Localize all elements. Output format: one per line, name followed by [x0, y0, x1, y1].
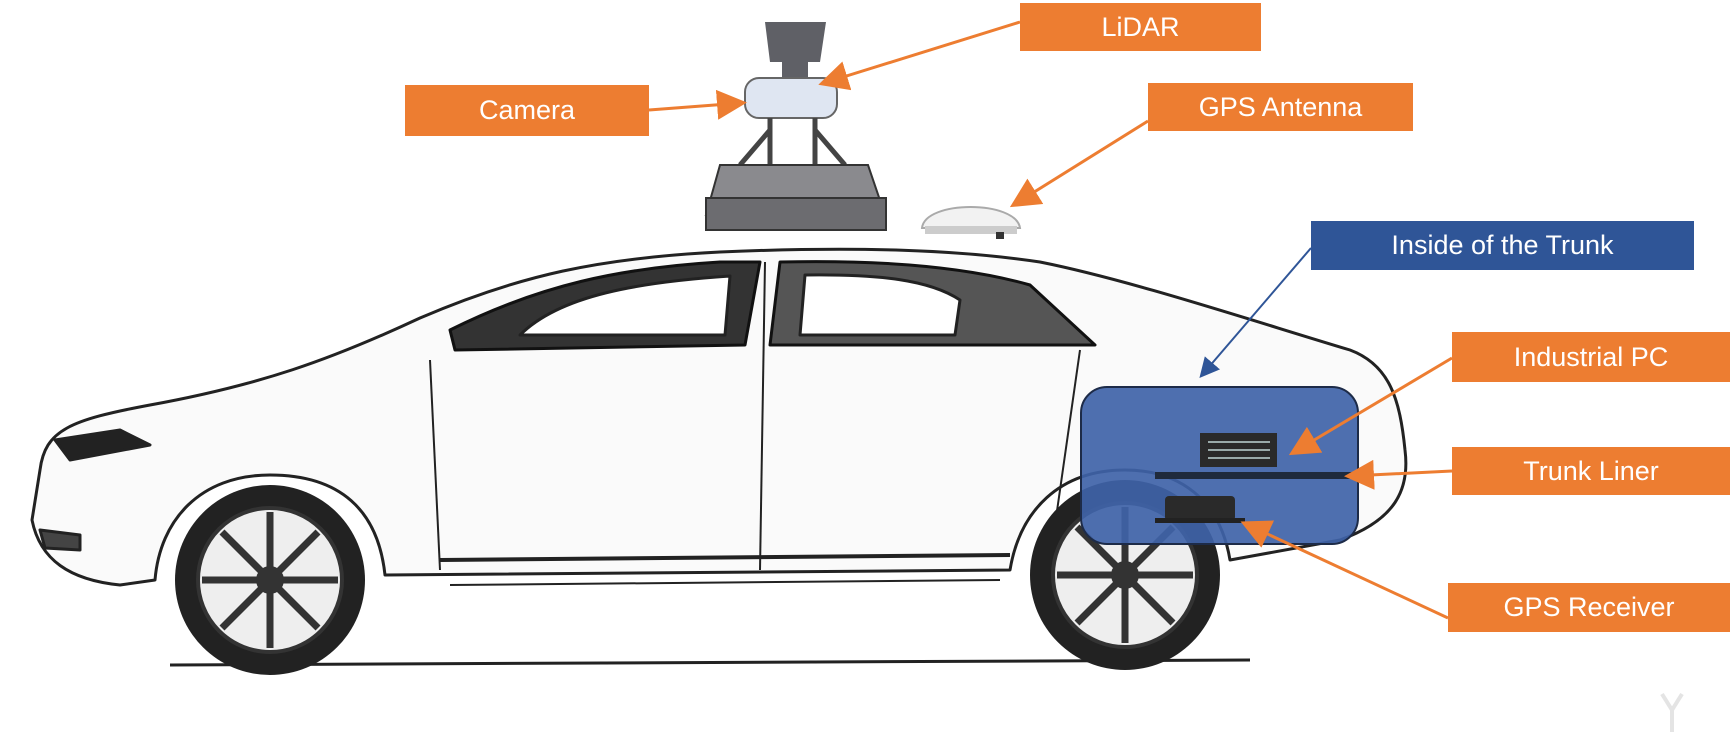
industrial-pc-arrow — [1288, 356, 1453, 456]
sensor-rack — [704, 22, 887, 231]
gps-receiver-device — [1165, 496, 1235, 521]
gps-receiver-arrow — [1240, 520, 1449, 620]
gps-antenna-arrow — [1009, 119, 1149, 208]
lidar-label: LiDAR — [1020, 3, 1261, 51]
car-sketch — [30, 247, 1408, 667]
front-wheel — [175, 485, 365, 675]
gps-receiver-label: GPS Receiver — [1448, 583, 1730, 632]
gps-antenna-device — [920, 206, 1022, 239]
camera-label: Camera — [405, 85, 649, 136]
lidar-arrow — [818, 20, 1021, 91]
watermark-logo — [1660, 692, 1684, 732]
trunk-liner-arrow — [1344, 459, 1453, 490]
trunk-inset-panel — [1080, 386, 1359, 545]
camera-arrow — [648, 89, 747, 120]
trunk-liner — [1155, 472, 1355, 479]
gps-antenna-label: GPS Antenna — [1148, 83, 1413, 131]
inside-trunk-label: Inside of the Trunk — [1311, 221, 1694, 270]
rear-wheel — [1030, 480, 1220, 670]
trunk-arrow — [1199, 247, 1312, 379]
industrial-pc-label: Industrial PC — [1452, 332, 1730, 382]
trunk-liner-label: Trunk Liner — [1452, 447, 1730, 495]
camera-device — [744, 77, 838, 119]
